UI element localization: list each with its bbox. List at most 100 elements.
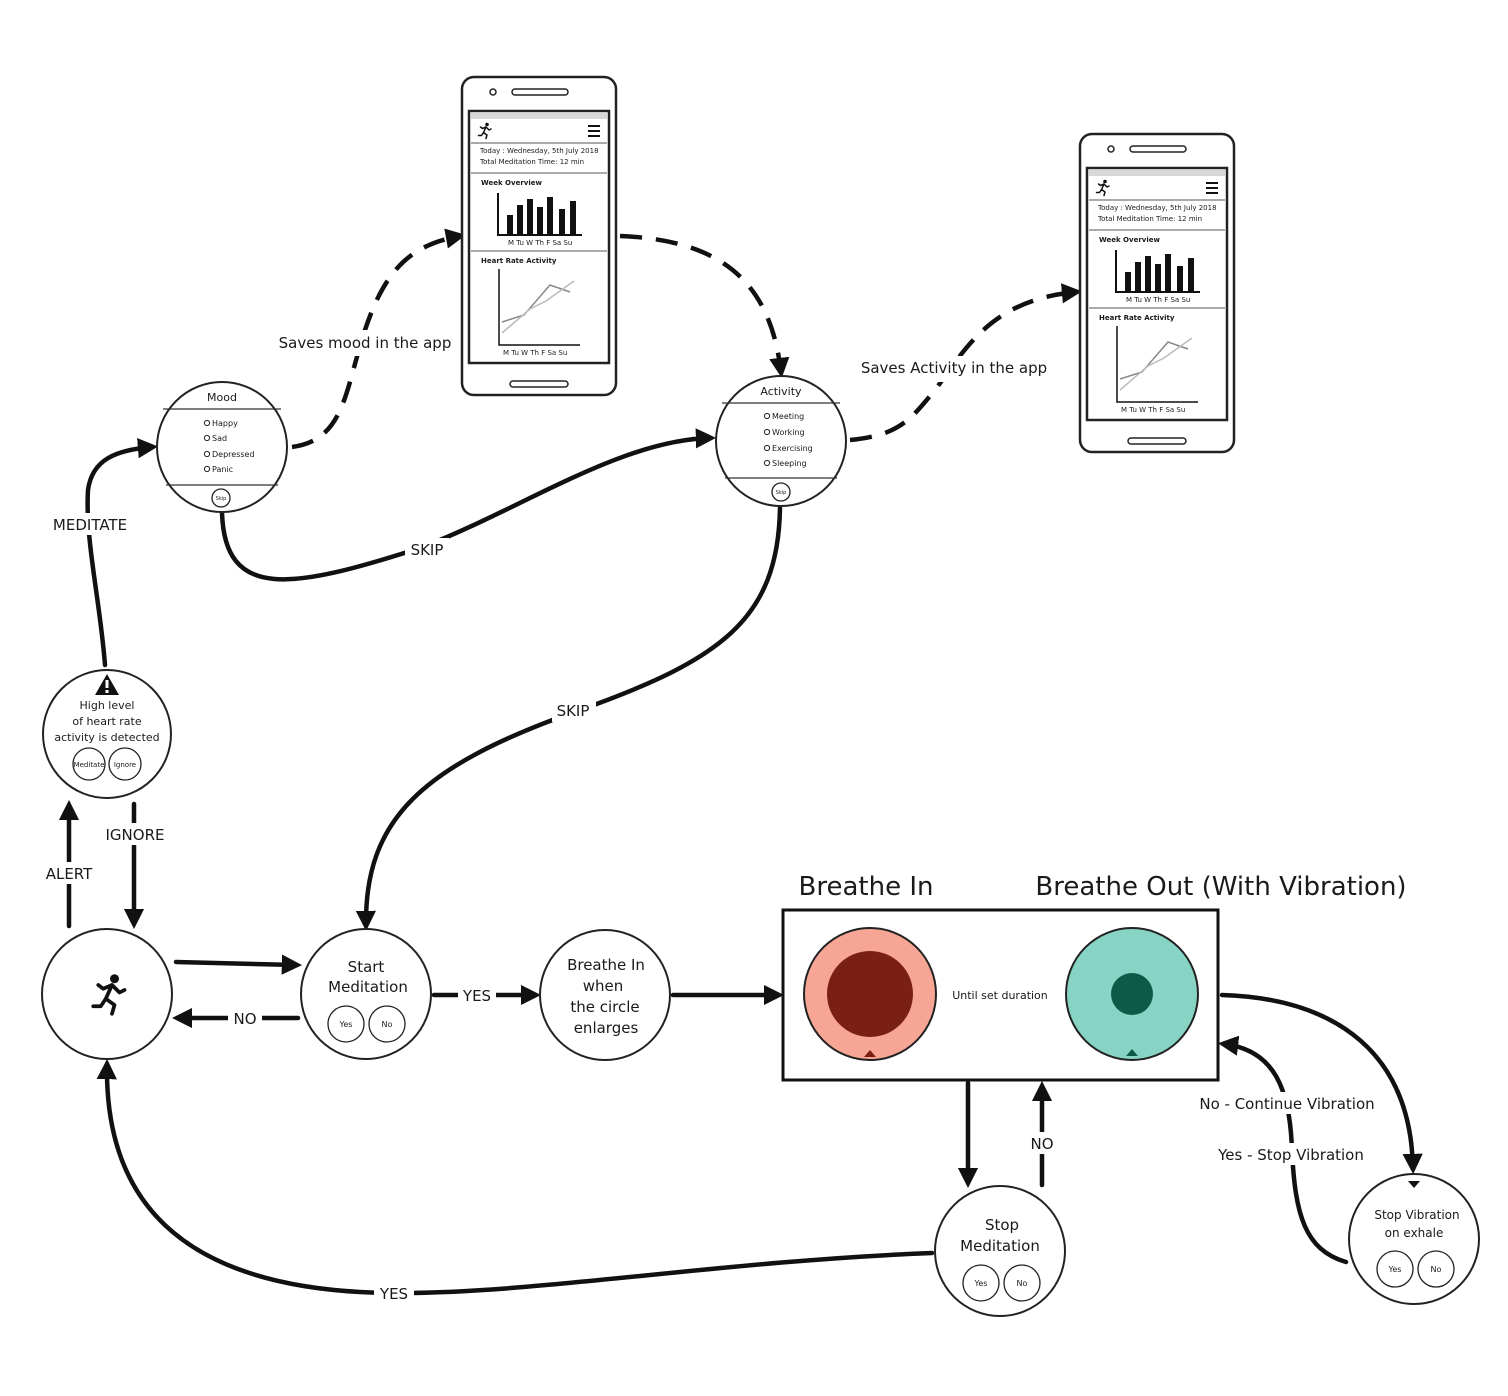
breathe-in-title: Breathe In [799, 872, 934, 902]
edge-stop-yes [96, 1058, 935, 1296]
stop-vib-line-2: on exhale [1385, 1226, 1444, 1240]
stop-vib-yes-label: Yes [1388, 1265, 1402, 1274]
activity-option-label: Exercising [772, 444, 813, 453]
stop-vib-no-label: No [1431, 1265, 1442, 1274]
home-node[interactable] [41, 928, 173, 1060]
hamburger-menu-icon[interactable] [1206, 182, 1218, 194]
alert-meditate-label: Meditate [74, 761, 105, 769]
phone-heart-days: M Tu W Th F Sa Su [1121, 406, 1185, 414]
activity-skip-button[interactable]: Skip [771, 482, 791, 502]
start-no-button[interactable]: No [368, 1005, 406, 1043]
stop-med-line-1: Stop [985, 1216, 1019, 1234]
mood-option-depressed[interactable]: Depressed [203, 450, 255, 459]
edge-meditate [85, 438, 159, 668]
mood-option-label: Sad [212, 434, 227, 443]
breathe-line-1: Breathe In [567, 956, 645, 974]
edge-to-stop-vibration [1219, 992, 1423, 1175]
breathe-line-2: when [583, 977, 624, 995]
phone-week-days: M Tu W Th F Sa Su [508, 239, 572, 247]
heart-rate-line-chart [498, 269, 580, 346]
stop-med-yes-button[interactable]: Yes [962, 1264, 1000, 1302]
breathe-line-3: the circle [570, 998, 639, 1016]
breathe-out-watch [1065, 927, 1199, 1061]
triangle-down-icon [1408, 1181, 1420, 1188]
week-bar-chart [1115, 250, 1200, 293]
label-no-continue-vibration: No - Continue Vibration [1199, 1095, 1374, 1113]
until-set-duration-label: Until set duration [952, 989, 1048, 1002]
stop-vibration-node: Stop Vibration on exhale Yes No [1348, 1173, 1480, 1305]
mood-option-label: Depressed [212, 450, 255, 459]
phone-total: Total Meditation Time: 12 min [1097, 215, 1202, 223]
phone-heart-days: M Tu W Th F Sa Su [503, 349, 567, 357]
activity-option-sleeping[interactable]: Sleeping [763, 459, 807, 468]
alert-line-1: High level [80, 699, 135, 712]
label-yes-stop-vibration: Yes - Stop Vibration [1217, 1146, 1364, 1164]
heart-rate-line-chart [1116, 326, 1198, 403]
edge-skip-mood [219, 428, 717, 582]
edge-phone-to-activity [619, 233, 790, 379]
activity-option-working[interactable]: Working [763, 428, 805, 437]
breathe-line-4: enlarges [574, 1019, 639, 1037]
mood-node: Mood Happy Sad Depressed Panic Skip [156, 381, 288, 513]
alert-ignore-button[interactable]: Ignore [108, 747, 142, 781]
breathe-out-title: Breathe Out (With Vibration) [1035, 872, 1406, 902]
activity-skip-label: Skip [776, 490, 787, 496]
mood-option-label: Panic [212, 465, 233, 474]
mood-option-panic[interactable]: Panic [203, 465, 233, 474]
start-no-label: No [382, 1020, 393, 1029]
label-start-yes: YES [462, 987, 491, 1005]
label-meditate: MEDITATE [53, 516, 127, 534]
hamburger-menu-icon[interactable] [588, 125, 600, 137]
activity-option-meeting[interactable]: Meeting [763, 412, 804, 421]
mood-option-happy[interactable]: Happy [203, 419, 238, 428]
alert-node: High level of heart rate activity is det… [42, 669, 172, 799]
label-saves-activity: Saves Activity in the app [861, 359, 1047, 377]
activity-option-label: Sleeping [772, 459, 807, 468]
mood-option-sad[interactable]: Sad [203, 434, 227, 443]
phone-mockup-1: Today : Wednesday, 5th July 2018 Total M… [460, 75, 618, 397]
start-yes-button[interactable]: Yes [327, 1005, 365, 1043]
label-saves-mood: Saves mood in the app [279, 334, 452, 352]
mood-title: Mood [207, 391, 237, 404]
stop-med-no-label: No [1017, 1279, 1028, 1288]
stop-vib-line-1: Stop Vibration [1374, 1208, 1459, 1222]
label-start-no: NO [233, 1010, 256, 1028]
stop-med-line-2: Meditation [960, 1237, 1040, 1255]
phone-today: Today : Wednesday, 5th July 2018 [479, 147, 599, 155]
breathing-cycle-box: Breathe In Breathe Out (With Vibration) … [781, 872, 1407, 1082]
label-alert: ALERT [46, 865, 93, 883]
edge-home-to-start [173, 954, 303, 975]
stop-med-no-button[interactable]: No [1003, 1264, 1041, 1302]
phone-today: Today : Wednesday, 5th July 2018 [1097, 204, 1217, 212]
alert-line-3: activity is detected [54, 731, 159, 744]
mood-skip-button[interactable]: Skip [211, 488, 231, 508]
breathe-instruction-node: Breathe In when the circle enlarges [539, 929, 671, 1061]
phone-total: Total Meditation Time: 12 min [479, 158, 584, 166]
activity-option-exercising[interactable]: Exercising [763, 444, 813, 453]
alert-ignore-label: Ignore [114, 761, 136, 769]
phone-week-title: Week Overview [1099, 236, 1160, 244]
label-skip-mood: SKIP [411, 541, 444, 559]
phone-week-title: Week Overview [481, 179, 542, 187]
mood-option-label: Happy [212, 419, 238, 428]
label-stop-yes: YES [379, 1285, 408, 1303]
warning-icon [95, 674, 119, 695]
activity-title: Activity [760, 385, 802, 398]
week-bar-chart [497, 193, 582, 236]
phone-heart-title: Heart Rate Activity [481, 257, 557, 265]
stop-vib-no-button[interactable]: No [1417, 1250, 1455, 1288]
stop-med-yes-label: Yes [974, 1279, 988, 1288]
phone-heart-title: Heart Rate Activity [1099, 314, 1175, 322]
alert-line-2: of heart rate [72, 715, 141, 728]
edge-labels: MEDITATE IGNORE ALERT SKIP SKIP Saves mo… [42, 330, 1378, 1304]
mood-skip-label: Skip [216, 496, 227, 502]
alert-meditate-button[interactable]: Meditate [72, 747, 106, 781]
phone-week-days: M Tu W Th F Sa Su [1126, 296, 1190, 304]
stop-meditation-node: Stop Meditation Yes No [934, 1185, 1066, 1317]
start-line-2: Meditation [328, 978, 408, 996]
label-stop-no: NO [1030, 1135, 1053, 1153]
activity-node: Activity Meeting Working Exercising Slee… [715, 375, 847, 507]
stop-vib-yes-button[interactable]: Yes [1376, 1250, 1414, 1288]
label-skip-activity: SKIP [557, 702, 590, 720]
